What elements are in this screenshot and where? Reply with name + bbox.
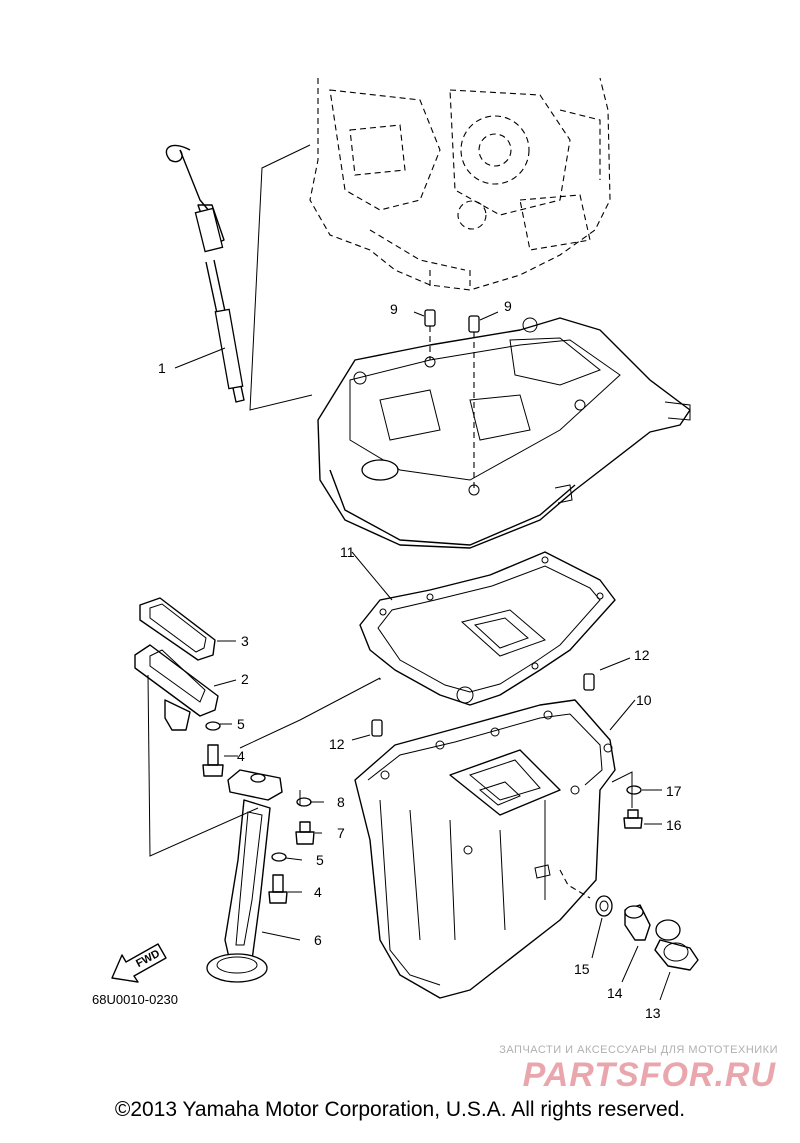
callout-8: 8	[337, 794, 345, 810]
callout-9-right: 9	[504, 298, 512, 314]
assembly-bracket-lines	[147, 674, 381, 857]
diagram-code: 68U0010-0230	[92, 992, 179, 1007]
gasket-11	[359, 551, 616, 706]
callout-5-upper: 5	[237, 716, 245, 732]
dowel-pins-9	[413, 309, 499, 490]
bolt-16	[623, 809, 662, 829]
washer-5-upper	[205, 721, 221, 731]
callout-3: 3	[241, 633, 249, 649]
copyright-footer: ©2013 Yamaha Motor Corporation, U.S.A. A…	[114, 1098, 686, 1121]
bolt-4-upper	[202, 744, 224, 777]
watermark-subtitle: ЗАПЧАСТИ И АКСЕССУАРЫ ДЛЯ МОТОТЕХНИКИ	[499, 1044, 778, 1056]
callout-11: 11	[340, 544, 355, 560]
watermark-brand-logo: PARTSFOR.RU	[522, 1056, 776, 1094]
callout-16: 16	[666, 817, 682, 833]
callout-numbers: 1 2 3 4 4 5 5 6 7 8 9 9 10 11 12 12 13 1…	[158, 298, 682, 1021]
dowel-pin-12-right	[583, 657, 631, 691]
drain-plug-14	[621, 904, 651, 983]
washer-5-lower	[271, 852, 287, 862]
oil-pan-10	[354, 699, 636, 999]
callout-5-lower: 5	[316, 852, 324, 868]
engine-block-outline	[309, 77, 611, 291]
fwd-label: FWD	[134, 948, 162, 970]
callout-13: 13	[645, 1005, 661, 1021]
pan-bracket-line	[611, 771, 633, 808]
callout-1: 1	[158, 360, 166, 376]
callout-12-left: 12	[329, 736, 345, 752]
callout-17: 17	[666, 783, 682, 799]
callout-10: 10	[636, 692, 652, 708]
callout-2: 2	[241, 671, 249, 687]
washer-17	[626, 785, 662, 795]
strainer-cover-2	[134, 644, 219, 731]
callout-4-lower: 4	[314, 884, 322, 900]
bolt-7	[295, 821, 315, 845]
bolt-4-lower	[268, 874, 288, 904]
dowel-pin-12-left	[351, 719, 383, 741]
callout-leaders	[174, 347, 393, 941]
callout-4-upper: 4	[237, 748, 245, 764]
callout-15: 15	[574, 961, 590, 977]
washer-8	[296, 797, 312, 807]
strainer-gasket-3	[139, 597, 216, 661]
dipstick-bracket-lines	[249, 144, 313, 411]
callout-12-right: 12	[634, 647, 650, 663]
plug-cap-13	[654, 919, 699, 1001]
callout-9-left: 9	[390, 301, 398, 317]
gasket-15	[591, 895, 613, 959]
oil-dipstick	[165, 144, 245, 403]
exhaust-guide-casing	[317, 317, 691, 549]
fwd-arrow-icon: FWD	[111, 943, 167, 983]
callout-7: 7	[337, 825, 345, 841]
callout-14: 14	[607, 985, 623, 1001]
callout-6: 6	[314, 932, 322, 948]
oil-strainer-6	[206, 769, 283, 983]
